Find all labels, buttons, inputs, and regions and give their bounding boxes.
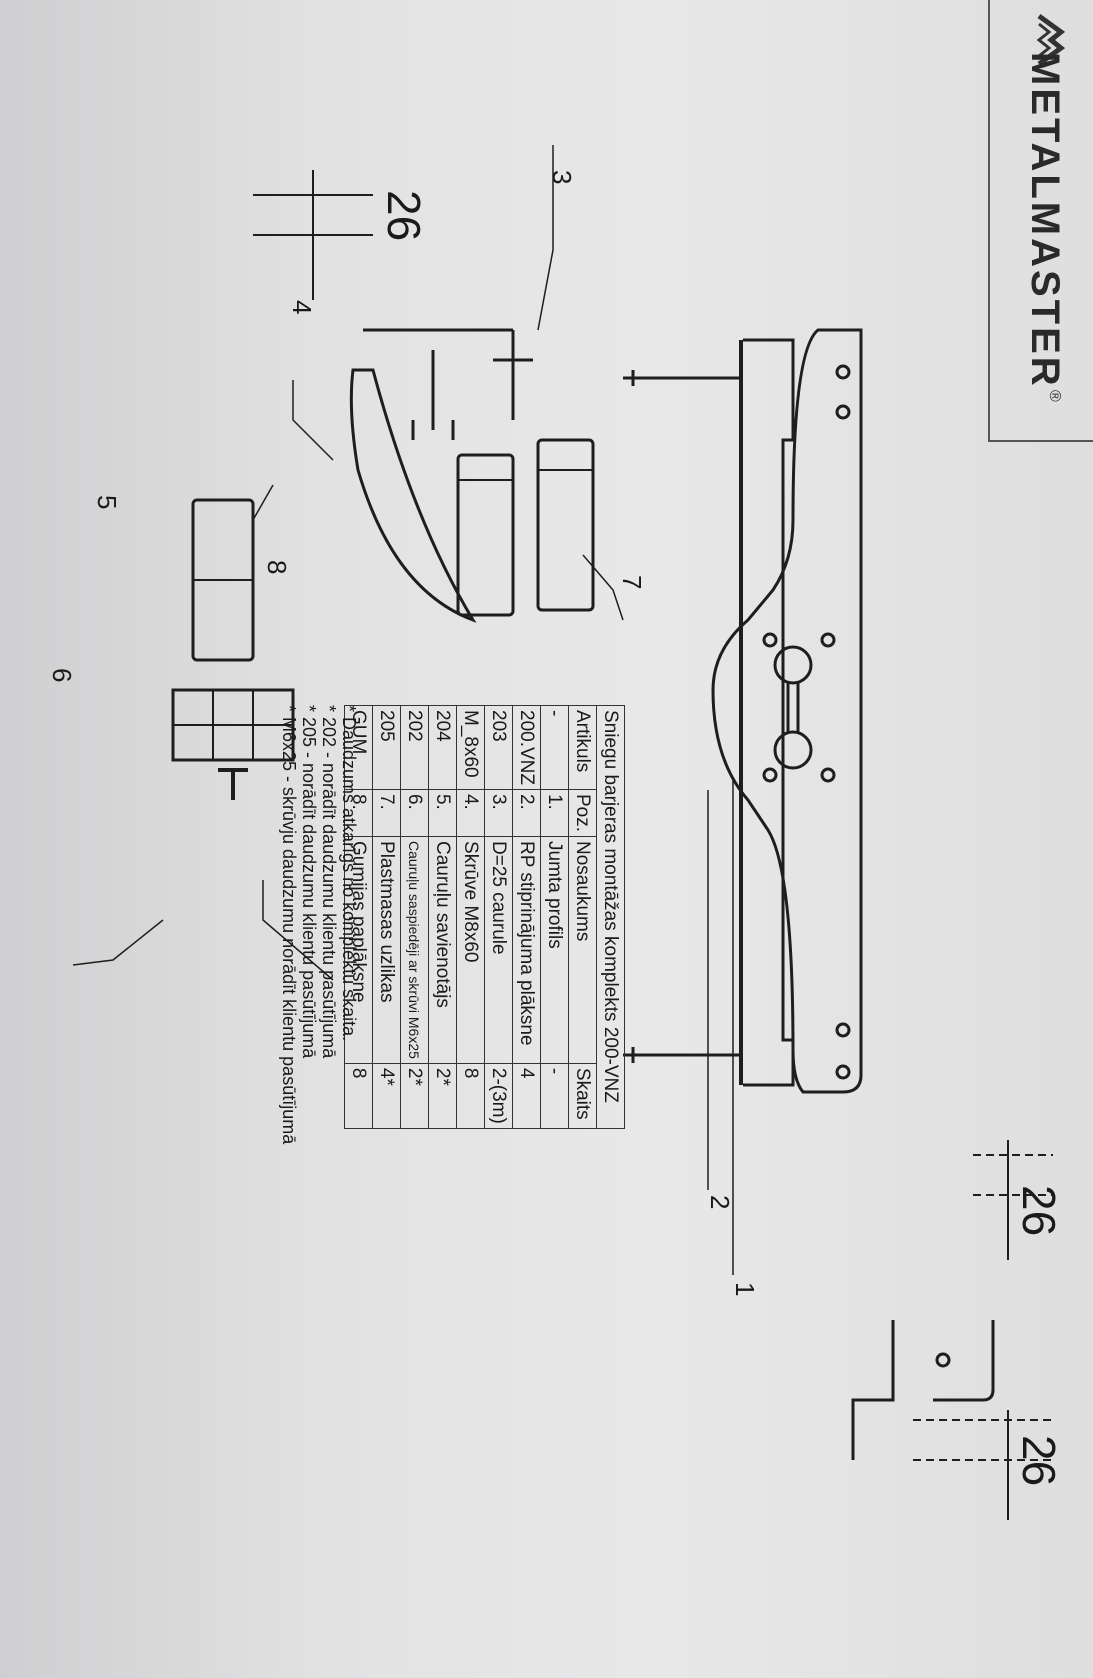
clamp-bolt [218, 768, 248, 800]
tube-upper [536, 438, 595, 612]
table-cell: Plastmasas uzlikas [372, 836, 401, 1064]
table-cell: 200.VNZ [512, 705, 541, 790]
roof-profile [743, 338, 795, 1087]
plate-hole [835, 364, 851, 380]
table-cell: 5. [428, 789, 457, 837]
roof-screw [623, 376, 741, 1057]
table-header: Poz. [568, 789, 597, 837]
table-cell: 3. [484, 789, 513, 837]
table-row: 204 5. Cauruļu savienotājs 2* [428, 705, 457, 1129]
table-cell: Cauruļu savienotājs [428, 836, 457, 1064]
table-row: 200.VNZ 2. RP stiprinājuma plāksne 4 [512, 705, 541, 1129]
note-line: * Daudzums atkarīgs no komplektu skaita. [339, 705, 359, 1042]
plate-hole [835, 1022, 851, 1038]
note-line: * M6x25 - skrūvju daudzumu norādīt klien… [279, 705, 299, 1145]
callout-2: 2 [705, 1195, 735, 1209]
callout-3: 3 [547, 170, 577, 184]
table-header: Nosaukums [568, 836, 597, 1064]
title-block: METALMASTER ® [988, 0, 1093, 442]
dimension-label: 26 [1013, 1185, 1065, 1236]
mounting-plate [711, 328, 863, 1094]
table-cell: 2. [512, 789, 541, 837]
table-cell: 8 [456, 1063, 485, 1129]
table-cell: - [540, 1063, 569, 1129]
notes-block: * Daudzums atkarīgs no komplektu skaita.… [279, 705, 359, 1144]
table-cell: RP stiprinājuma plāksne [512, 836, 541, 1064]
callout-4: 4 [287, 300, 317, 314]
table-cell: Jumta profils [540, 836, 569, 1064]
table-cell: 7. [372, 789, 401, 837]
callout-8: 8 [262, 560, 292, 574]
plate-hole [835, 404, 851, 420]
bracket-side [363, 328, 533, 420]
table-cell: 2* [428, 1063, 457, 1129]
callout-5: 5 [92, 495, 122, 509]
table-row: 205 7. Plastmasas uzlikas 4* [372, 705, 401, 1129]
table-row: - 1. Jumta profils - [540, 705, 569, 1129]
table-header: Artikuls [568, 705, 597, 790]
table-cell: 204 [428, 705, 457, 790]
table-cell: 203 [484, 705, 513, 790]
table-cell: 4. [456, 789, 485, 837]
callout-7: 7 [617, 575, 647, 589]
table-row: 203 3. D=25 caurule 2-(3m) [484, 705, 513, 1129]
lag-screw [411, 350, 455, 440]
plate-hole [835, 1064, 851, 1080]
table-cell: Cauruļu saspiedēji ar skrūvi M6x25 [400, 836, 429, 1064]
table-cell: Skrūve M8x60 [456, 836, 485, 1064]
table-cell: 4* [372, 1063, 401, 1129]
tube-lower [456, 453, 515, 617]
table-cell: 205 [372, 705, 401, 790]
table-cell: 2* [400, 1063, 429, 1129]
table-cell: 202 [400, 705, 429, 790]
table-title: Sniegu barjeras montāžas komplekts 200-V… [596, 705, 625, 1129]
slot-hole [773, 645, 813, 770]
table-header: Skaits [568, 1063, 597, 1129]
table-cell: D=25 caurule [484, 836, 513, 1064]
plate-hole [762, 632, 778, 648]
table-cell: 2-(3m) [484, 1063, 513, 1129]
parts-table: Sniegu barjeras montāžas komplekts 200-V… [344, 705, 625, 1129]
note-line: * 205 - norādīt daudzumu klientu pasūtīj… [299, 705, 319, 1059]
plate-hole [820, 632, 836, 648]
hook-bracket [349, 368, 477, 623]
callout-1: 1 [730, 1282, 760, 1296]
table-header-row: Artikuls Poz. Nosaukums Skaits [568, 705, 597, 1129]
dimension-label: 26 [1013, 1435, 1065, 1486]
table-cell: - [540, 705, 569, 790]
note-line: * 202 - norādīt daudzumu klientu pasūtīj… [319, 705, 339, 1059]
end-detail [851, 1320, 995, 1460]
table-cell: 1. [540, 789, 569, 837]
table-cell: 6. [400, 789, 429, 837]
table-row: M_8x60 4. Skrūve M8x60 8 [456, 705, 485, 1129]
table-row: 202 6. Cauruļu saspiedēji ar skrūvi M6x2… [400, 705, 429, 1129]
metalmaster-logo-icon [1036, 13, 1066, 67]
table-cell: 4 [512, 1063, 541, 1129]
plate-hole [762, 767, 778, 783]
callout-6: 6 [47, 668, 77, 682]
table-cell: M_8x60 [456, 705, 485, 790]
plate-hole [820, 767, 836, 783]
dimension-label: 26 [378, 190, 430, 241]
